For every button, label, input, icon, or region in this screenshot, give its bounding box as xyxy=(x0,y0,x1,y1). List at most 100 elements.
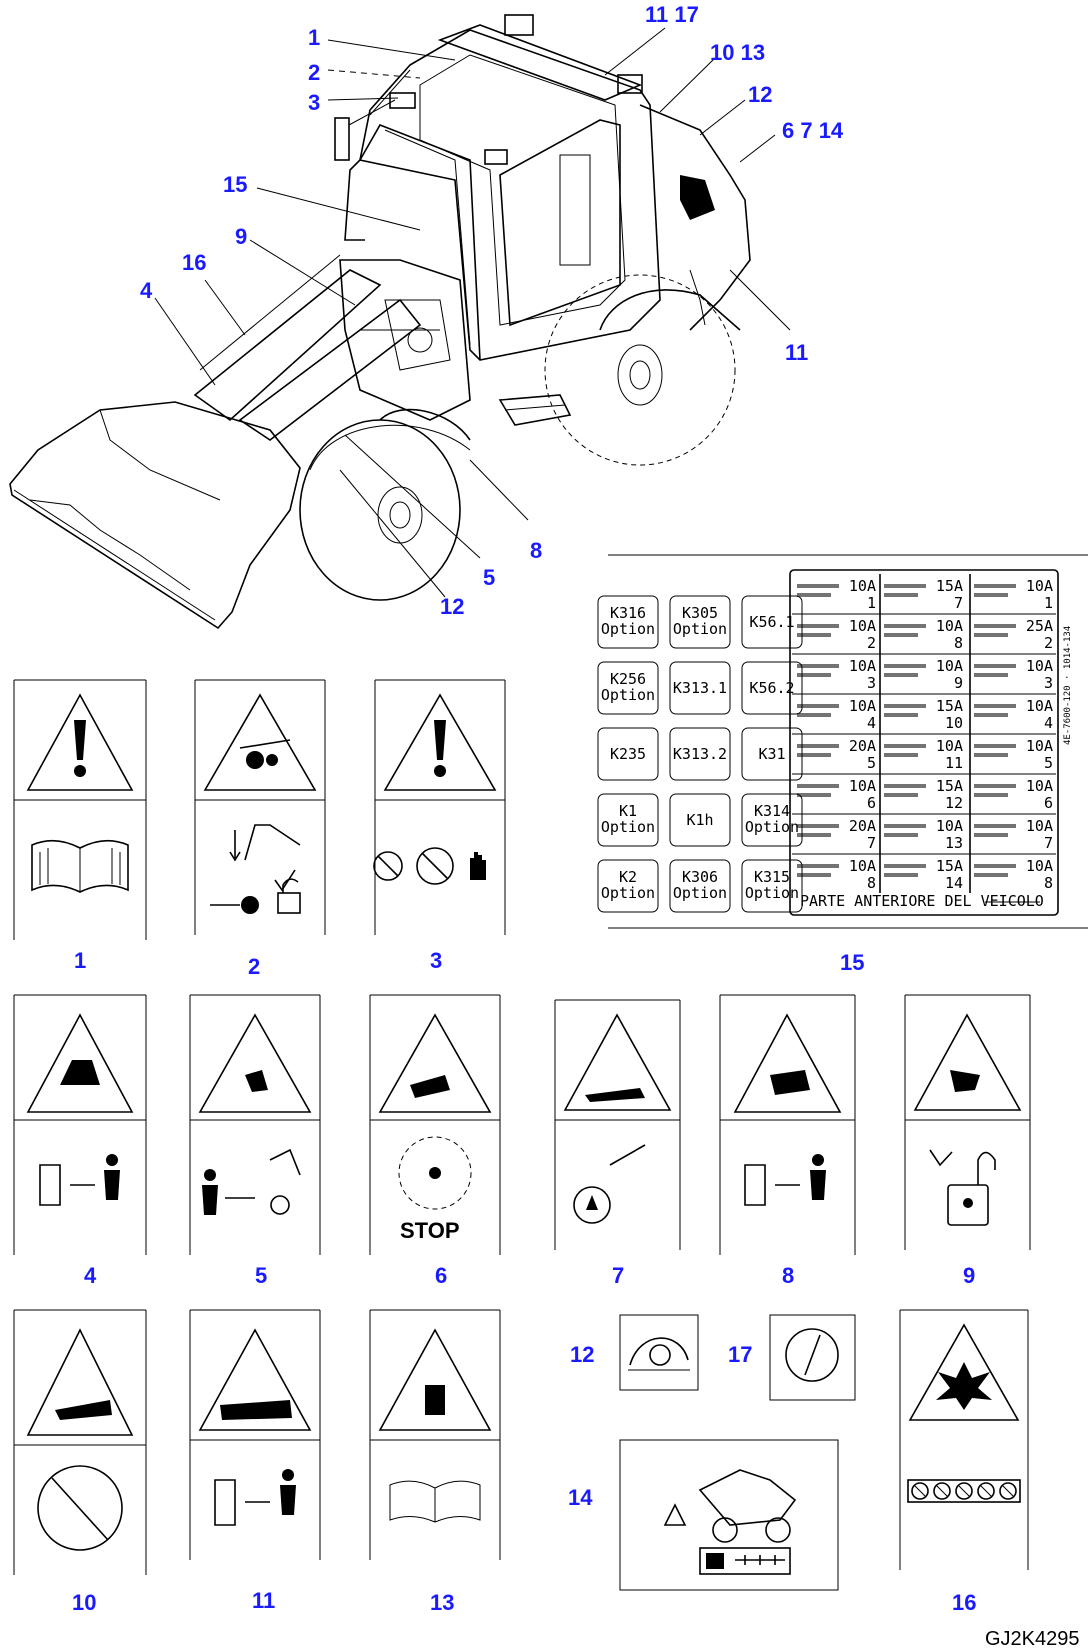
fuse-number: 1 xyxy=(1044,594,1053,612)
fuse-number: 1 xyxy=(867,594,876,612)
relay-button-label: Option xyxy=(673,884,727,902)
fuse-amp-value: 20A xyxy=(849,817,876,835)
fuse-description-line xyxy=(974,824,1016,828)
fuse-amp-value: 10A xyxy=(936,657,963,675)
fuse-description-line xyxy=(797,593,831,597)
fuse-description-line xyxy=(884,784,926,788)
fuse-description-line xyxy=(884,873,918,877)
fuse-amp-value: 10A xyxy=(1026,817,1053,835)
fuse-description-line xyxy=(884,584,926,588)
relay-button-label: K1 xyxy=(619,802,637,820)
fuse-description-line xyxy=(974,833,1008,837)
relay-button-label: K306 xyxy=(682,868,718,886)
fuse-description-line xyxy=(884,833,918,837)
relay-button-label: K1h xyxy=(686,811,713,829)
label-row-2: STOP 4 5 xyxy=(13,994,1031,1288)
relay-button-label: Option xyxy=(745,884,799,902)
fuse-amp-value: 15A xyxy=(936,697,963,715)
machine-callout-16: 16 xyxy=(182,250,206,275)
fuse-number: 4 xyxy=(867,714,876,732)
label-callout-7: 7 xyxy=(612,1263,624,1288)
fuse-description-line xyxy=(884,633,918,637)
relay-button-label: Option xyxy=(673,620,727,638)
machine-callout-8: 8 xyxy=(530,538,542,563)
fuse-number: 3 xyxy=(1044,674,1053,692)
label-callout-15: 15 xyxy=(840,950,864,975)
machine-callout-12: 12 xyxy=(440,594,464,619)
fuse-description-line xyxy=(974,793,1008,797)
fuse-amp-value: 10A xyxy=(1026,697,1053,715)
label-callout-4: 4 xyxy=(84,1263,97,1288)
fuse-description-line xyxy=(974,673,1008,677)
label-callout-9: 9 xyxy=(963,1263,975,1288)
machine-callout-6-7-14: 6 7 14 xyxy=(782,118,844,143)
relay-button-frame xyxy=(669,727,731,781)
fuse-number: 7 xyxy=(867,834,876,852)
relay-button-label: K313.2 xyxy=(673,745,727,763)
fuse-number: 13 xyxy=(945,834,963,852)
relay-button-label: K56.2 xyxy=(749,679,794,697)
rotating-parts-icon xyxy=(398,1136,472,1210)
unlock-icon xyxy=(929,1149,996,1226)
fuse-description-line xyxy=(797,784,839,788)
relay-button-label: Option xyxy=(601,884,655,902)
label-callout-17: 17 xyxy=(728,1342,752,1367)
fuse-number: 2 xyxy=(1044,634,1053,652)
machine-callout-3: 3 xyxy=(308,90,320,115)
relay-button-frame xyxy=(597,859,659,913)
machine-callout-11: 11 xyxy=(785,340,808,365)
label-callout-14: 14 xyxy=(568,1485,593,1510)
prohibition-icons xyxy=(911,1482,1017,1500)
machine-callout-2: 2 xyxy=(308,60,320,85)
fuse-amp-value: 20A xyxy=(849,737,876,755)
fuse-number: 5 xyxy=(1044,754,1053,772)
machine-callout-1: 1 xyxy=(308,25,320,50)
fuse-number: 12 xyxy=(945,794,963,812)
fuse-amp-value: 25A xyxy=(1026,617,1053,635)
stop-hand-icon xyxy=(470,852,486,880)
crush-hazard-icon xyxy=(239,739,291,769)
relay-button-label: K315 xyxy=(754,868,790,886)
fuse-amp-value: 10A xyxy=(1026,777,1053,795)
fuse-description-line xyxy=(884,664,926,668)
label-callout-16: 16 xyxy=(952,1590,976,1615)
relay-button-frame xyxy=(669,661,731,715)
label-2 xyxy=(194,679,326,935)
label-6: STOP xyxy=(369,994,501,1255)
wheel-loader-drawing xyxy=(9,14,791,630)
fuse-description-line xyxy=(974,593,1008,597)
fuse-description-line xyxy=(884,713,918,717)
machine-callout-11-17: 11 17 xyxy=(645,2,699,27)
fuse-number: 8 xyxy=(867,874,876,892)
relay-button-label: K235 xyxy=(610,745,646,763)
relay-button-label: K256 xyxy=(610,670,646,688)
fuse-number: 5 xyxy=(867,754,876,772)
relay-button-frame xyxy=(669,595,731,649)
machine-callout-5: 5 xyxy=(483,565,495,590)
fuse-description-line xyxy=(884,793,918,797)
fuse-number: 14 xyxy=(945,874,963,892)
fuse-description-line xyxy=(974,784,1016,788)
explosion-icon xyxy=(936,1362,992,1410)
relay-button-label: Option xyxy=(601,686,655,704)
fuse-description-line xyxy=(974,624,1016,628)
label-11 xyxy=(189,1309,321,1560)
fuse-number: 4 xyxy=(1044,714,1053,732)
fuse-amp-value: 10A xyxy=(1026,657,1053,675)
fuse-amp-value: 10A xyxy=(936,737,963,755)
label-9 xyxy=(904,994,1031,1250)
fuse-description-line xyxy=(974,864,1016,868)
fuse-amp-value: 10A xyxy=(1026,577,1053,595)
fuse-description-line xyxy=(884,673,918,677)
label-callout-3: 3 xyxy=(430,948,442,973)
label-13 xyxy=(369,1309,501,1560)
fuse-number: 8 xyxy=(1044,874,1053,892)
fuse-amp-value: 15A xyxy=(936,577,963,595)
relay-button-label: K314 xyxy=(754,802,790,820)
label-7 xyxy=(554,999,681,1250)
label-5 xyxy=(189,994,321,1255)
drawing-code: GJ2K4295 xyxy=(985,1628,1080,1650)
fuse-amp-value: 10A xyxy=(849,657,876,675)
